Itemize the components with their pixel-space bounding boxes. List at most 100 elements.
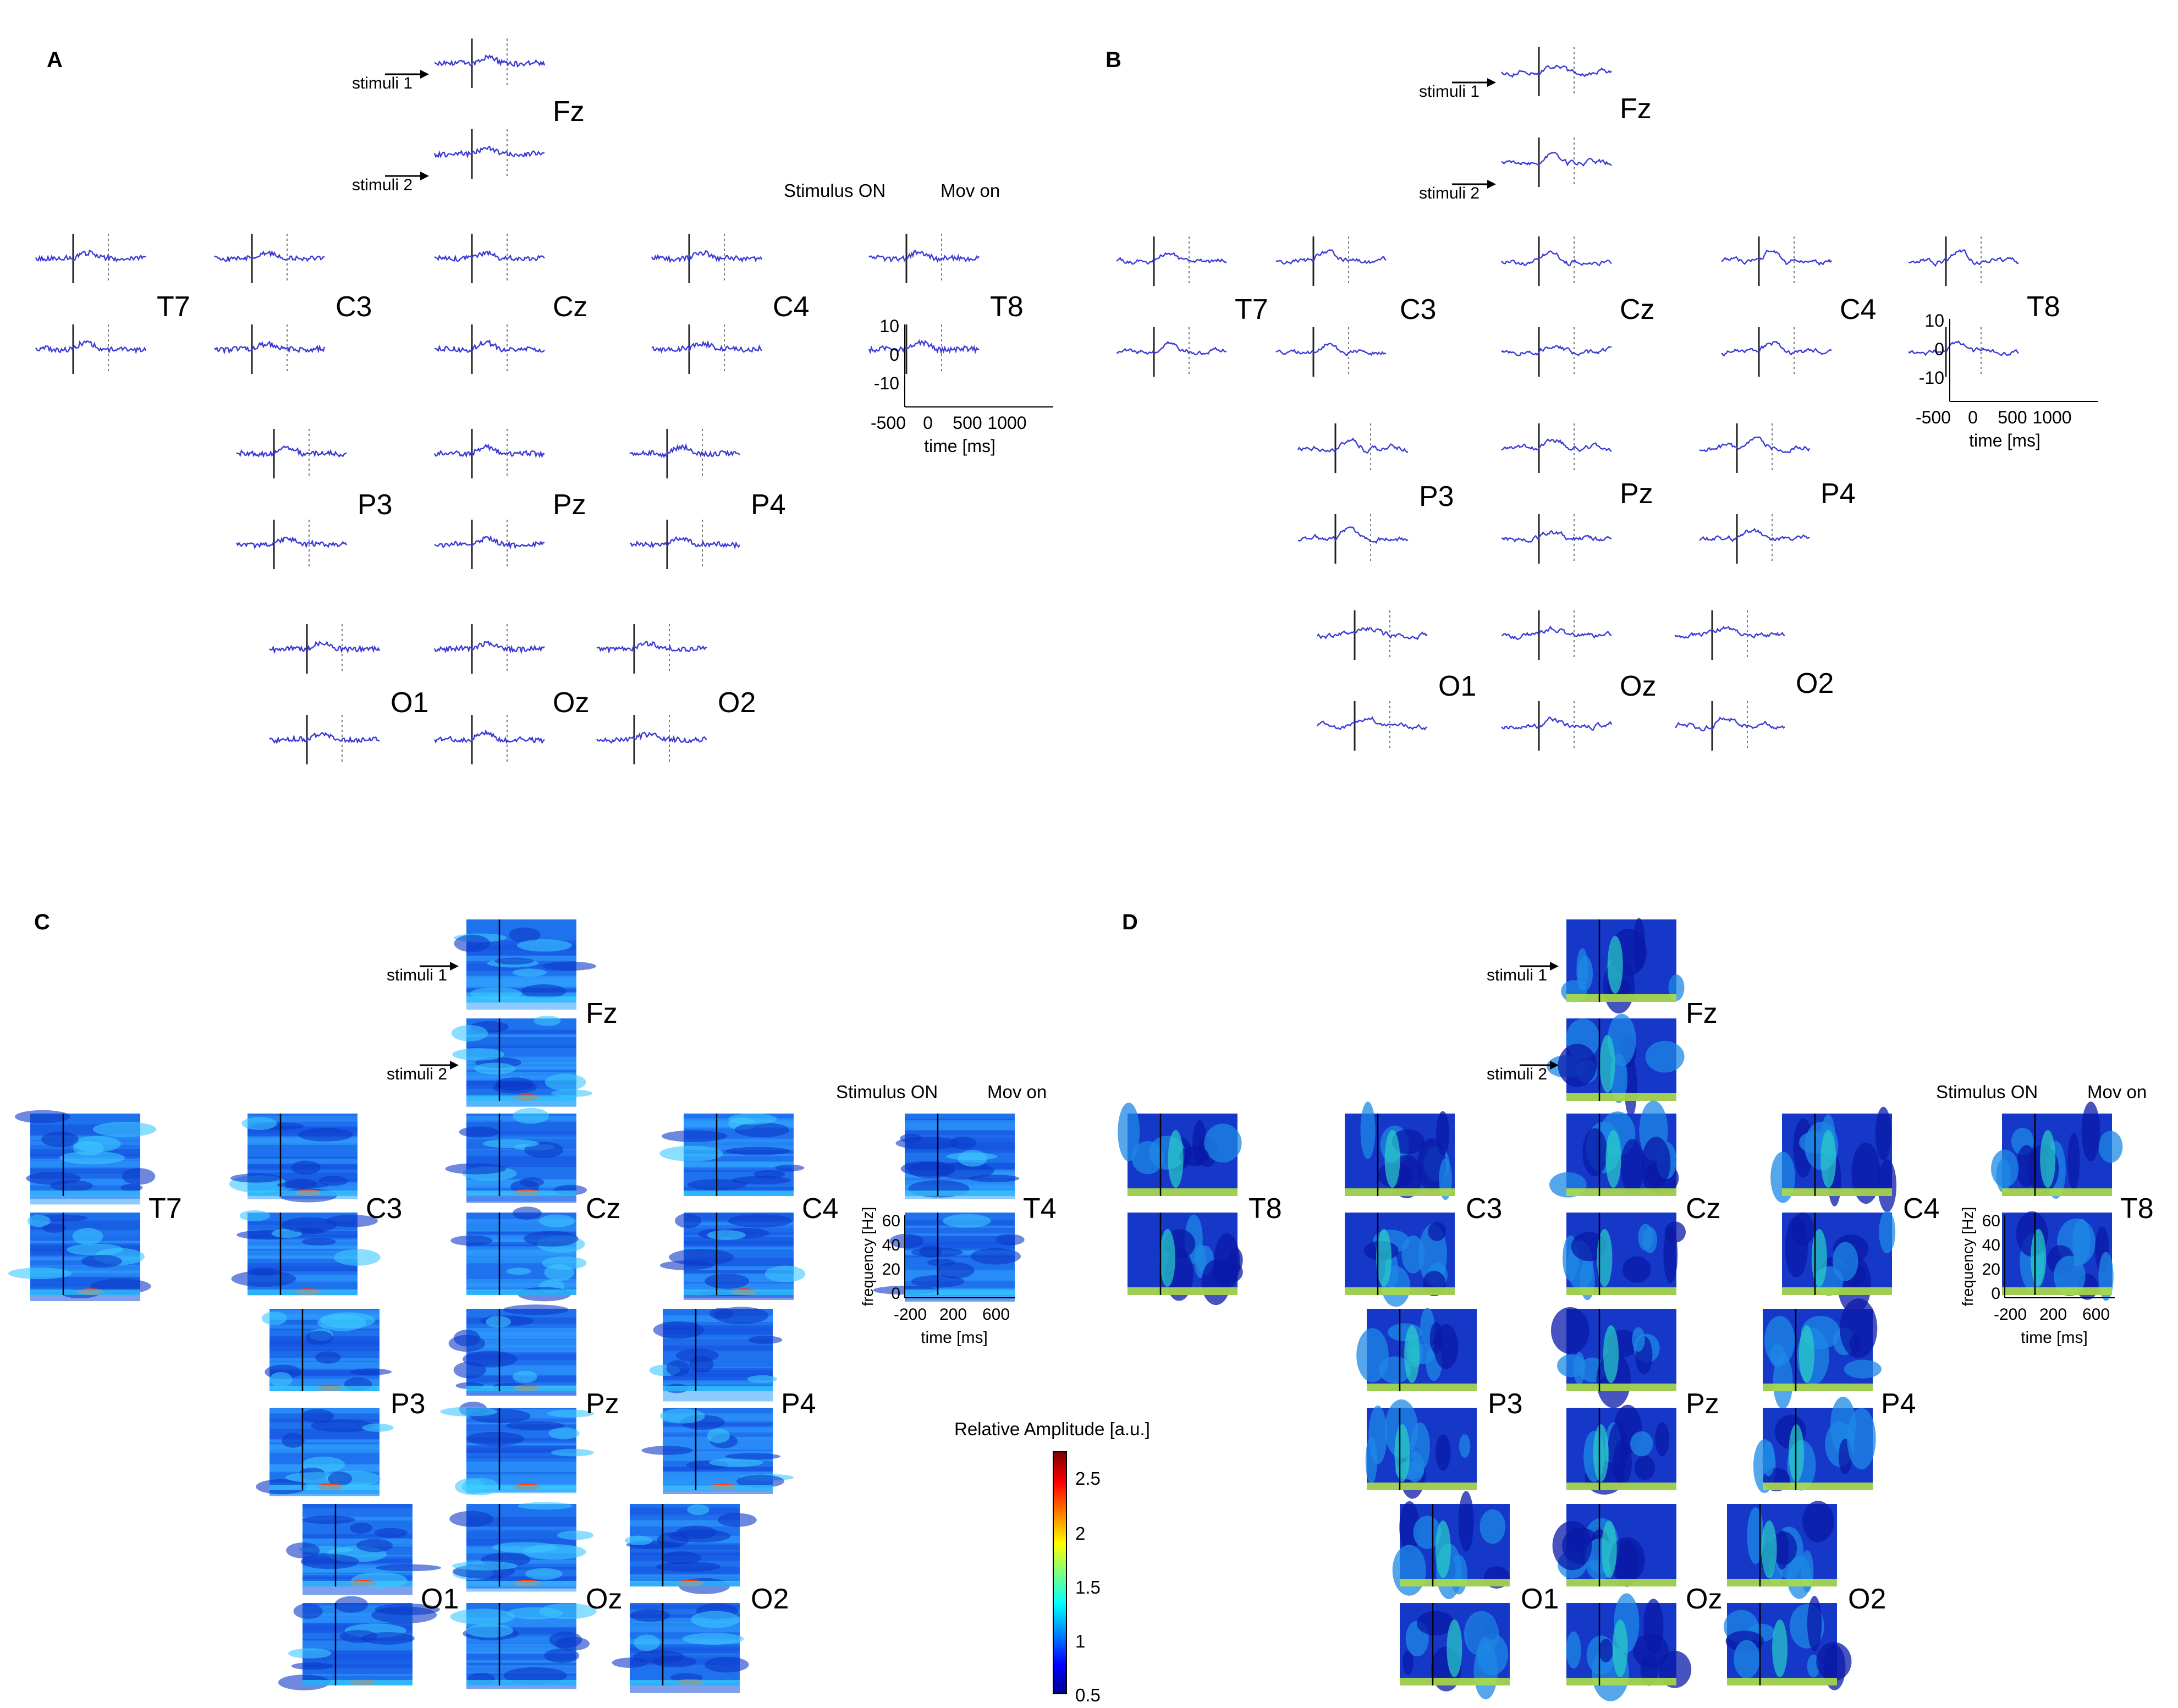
electrode-label: Fz xyxy=(1620,93,1652,125)
erp-trace xyxy=(1116,327,1227,377)
colorbar-tick: 2 xyxy=(1075,1523,1085,1544)
x-tick-label: -200 xyxy=(894,1305,927,1324)
electrode-label: O2 xyxy=(751,1583,789,1615)
y-tick-label: 60 xyxy=(1982,1212,2000,1230)
electrode-label: Oz xyxy=(1620,670,1656,702)
erp-trace xyxy=(269,715,380,764)
x-tick-label: 1000 xyxy=(987,413,1026,433)
stimulus-on-label: Stimulus ON xyxy=(836,1082,938,1102)
x-tick-label: 200 xyxy=(2039,1305,2067,1324)
spectrogram-tile xyxy=(895,1114,1020,1199)
erp-trace xyxy=(596,624,707,674)
electrode-label: T8 xyxy=(2027,291,2060,323)
spectrogram-tile xyxy=(448,1304,576,1396)
electrode-label: Cz xyxy=(1620,294,1655,326)
arrowhead-icon xyxy=(420,70,429,79)
spectrogram-tile xyxy=(624,1504,757,1594)
x-tick-label: 600 xyxy=(2082,1305,2110,1324)
erp-trace xyxy=(1501,137,1612,187)
erp-trace xyxy=(1674,610,1785,660)
spectrogram-tile xyxy=(1763,1298,1882,1409)
electrode-label: Oz xyxy=(586,1583,622,1615)
erp-trace xyxy=(1501,610,1612,660)
colorbar-tick: 1 xyxy=(1075,1631,1085,1651)
stimulus-on-label: Stimulus ON xyxy=(1936,1082,2038,1102)
electrode-label: Cz xyxy=(586,1193,621,1225)
y-tick-label: 20 xyxy=(882,1260,900,1279)
arrowhead-icon xyxy=(420,172,429,180)
erp-trace xyxy=(1501,423,1612,473)
arrowhead-icon xyxy=(1550,962,1559,971)
spectrogram-tile xyxy=(612,1603,749,1693)
spectrogram-tile xyxy=(873,1213,1025,1302)
spectrogram-tile xyxy=(1550,1307,1676,1408)
electrode-label: Pz xyxy=(553,489,586,521)
x-tick-label: 0 xyxy=(1968,407,1978,427)
erp-trace xyxy=(434,520,545,569)
stimuli-2-label: stimuli 2 xyxy=(387,1065,447,1083)
x-tick-label: 500 xyxy=(953,413,982,433)
erp-trace xyxy=(1275,236,1387,286)
erp-trace xyxy=(1501,327,1612,377)
x-axis-label: time [ms] xyxy=(2021,1329,2088,1347)
erp-trace xyxy=(214,234,325,283)
panel-label-b: B xyxy=(1106,48,1121,72)
erp-trace xyxy=(1699,423,1811,473)
electrode-label: Oz xyxy=(553,687,589,719)
erp-trace xyxy=(435,324,545,374)
spectrogram-tile xyxy=(1365,1399,1477,1499)
erp-trace xyxy=(434,38,546,88)
electrode-label: Pz xyxy=(1620,478,1653,510)
spectrogram-tile xyxy=(1345,1101,1455,1200)
erp-trace xyxy=(1317,610,1428,660)
erp-trace xyxy=(1699,514,1810,564)
x-tick-label: 600 xyxy=(982,1305,1010,1324)
electrode-label: T8 xyxy=(2120,1193,2154,1225)
stimulus-on-label: Stimulus ON xyxy=(784,180,886,201)
electrode-label: O1 xyxy=(391,687,428,719)
spectrogram-tile xyxy=(659,1213,806,1301)
erp-trace xyxy=(629,429,740,478)
electrode-label: P3 xyxy=(358,489,393,521)
y-tick-label: -10 xyxy=(1919,368,1944,388)
spectrogram-tile xyxy=(1118,1103,1242,1196)
spectrogram-tile xyxy=(1566,1593,1692,1701)
y-tick-label: 40 xyxy=(1982,1236,2000,1254)
electrode-label: P3 xyxy=(1488,1388,1523,1420)
spectrogram-tile xyxy=(1392,1491,1510,1600)
erp-trace xyxy=(35,234,146,283)
erp-trace xyxy=(1674,701,1785,751)
erp-trace xyxy=(433,429,545,478)
spectrogram-tile xyxy=(14,1110,157,1205)
erp-trace xyxy=(434,234,545,283)
erp-trace xyxy=(1297,514,1409,564)
spectrogram-tile xyxy=(1400,1603,1510,1700)
electrode-label: Cz xyxy=(553,291,588,323)
spectrogram-tile xyxy=(1770,1106,1897,1213)
electrode-label: O1 xyxy=(421,1583,459,1615)
spectrogram-tile xyxy=(1782,1210,1896,1314)
electrode-label: O1 xyxy=(1521,1583,1559,1615)
panel-label-a: A xyxy=(47,48,63,72)
spectrogram-tile xyxy=(641,1408,794,1495)
stimuli-2-label: stimuli 2 xyxy=(1487,1065,1547,1083)
electrode-label: T7 xyxy=(1235,294,1268,326)
spectrogram-tile xyxy=(1727,1501,1837,1599)
erp-trace xyxy=(433,624,545,674)
spectrogram-tile xyxy=(1356,1308,1477,1391)
spectrogram-tile xyxy=(256,1408,394,1496)
electrode-label: P3 xyxy=(391,1388,426,1420)
electrode-label: T4 xyxy=(1023,1193,1057,1225)
stimuli-2-label: stimuli 2 xyxy=(352,176,413,194)
stimuli-2-label: stimuli 2 xyxy=(1419,184,1480,202)
electrode-label: C3 xyxy=(1466,1193,1502,1225)
y-tick-label: 0 xyxy=(891,1285,900,1303)
x-axis-label: time [ms] xyxy=(921,1329,988,1347)
electrode-label: T7 xyxy=(157,291,190,323)
x-tick-label: -500 xyxy=(871,413,906,433)
electrode-label: O2 xyxy=(718,687,756,719)
spectrogram-tile xyxy=(659,1113,805,1196)
y-tick-label: 0 xyxy=(1991,1285,2000,1303)
